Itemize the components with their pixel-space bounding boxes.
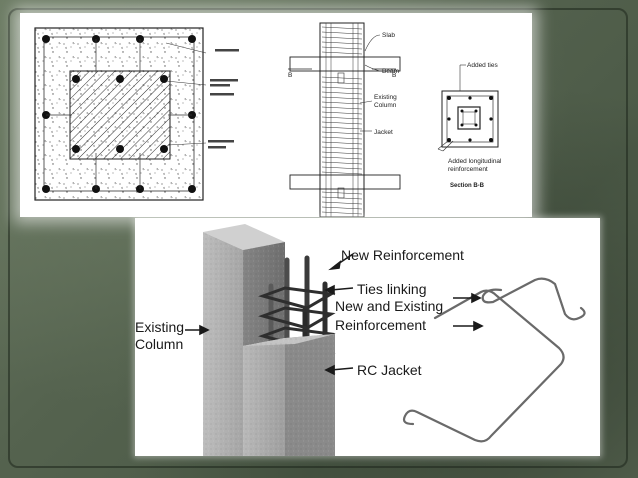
elevation-tie — [321, 106, 363, 110]
top-figure-panel: B B Slab Beam Existing Column Jacket — [20, 13, 532, 217]
existing-column — [203, 224, 285, 456]
section-marker-left: B — [288, 72, 292, 79]
elevation-tie — [321, 116, 363, 120]
elevation-tie — [321, 51, 363, 55]
jacket-label: Jacket — [374, 129, 393, 136]
ties-linking-label-line1: Ties linking — [357, 281, 427, 297]
elevation-tie — [321, 31, 363, 35]
elevation-tie — [321, 166, 363, 170]
elevation-tie — [321, 201, 363, 205]
elevation-tie — [321, 26, 363, 30]
column-elevation: B B Slab Beam Existing Column Jacket — [288, 22, 401, 217]
elevation-tie — [321, 91, 363, 95]
slide-frame — [8, 8, 628, 468]
elevation-tie — [321, 131, 363, 135]
added-longitudinal-label-line1: Added longitudinal — [448, 158, 502, 165]
elevation-tie — [321, 161, 363, 165]
elevation-tie — [321, 171, 363, 175]
section-b-b: Added ties Added longitudinal reinforcem… — [437, 62, 502, 189]
existing-column-label-line2: Column — [374, 102, 397, 109]
bottom-figure-panel: New Reinforcement Ties linking New and E… — [135, 218, 600, 456]
elevation-tie — [321, 121, 363, 125]
elevation-tie — [321, 156, 363, 160]
rc-jacket-label: RC Jacket — [357, 362, 422, 378]
elevation-tie — [321, 126, 363, 130]
elevation-tie — [321, 46, 363, 50]
annotation-arrows — [185, 253, 484, 376]
elevation-tie — [321, 41, 363, 45]
elevation-tie — [321, 136, 363, 140]
added-longitudinal-label-line2: reinforcement — [448, 166, 488, 173]
rc-jacket — [243, 334, 335, 456]
existing-column-label-line1: Existing — [135, 319, 184, 335]
jacketed-column-cross-section — [34, 27, 239, 201]
rc-jacket-illustration: New Reinforcement Ties linking New and E… — [135, 224, 586, 456]
linking-tie-bars — [402, 277, 586, 443]
ties-linking-label-line3: Reinforcement — [335, 317, 426, 333]
elevation-tie — [321, 191, 363, 195]
slab-label: Slab — [382, 32, 395, 39]
section-marker-right: B — [392, 72, 396, 79]
section-title: Section B-B — [450, 183, 485, 189]
elevation-tie — [321, 76, 363, 80]
existing-column-label-line1: Existing — [374, 94, 397, 101]
existing-column-label-line2: Column — [135, 336, 183, 352]
beam-label: Beam — [382, 68, 399, 75]
elevation-tie — [321, 86, 363, 90]
elevation-tie — [321, 206, 363, 210]
elevation-tie — [321, 111, 363, 115]
new-reinforcement-label: New Reinforcement — [341, 247, 464, 263]
elevation-tie — [321, 101, 363, 105]
elevation-tie — [321, 141, 363, 145]
ties-linking-label-line2: New and Existing — [335, 298, 443, 314]
added-ties-label: Added ties — [467, 62, 498, 69]
elevation-tie — [321, 96, 363, 100]
elevation-tie — [321, 151, 363, 155]
top-figure-drawing: B B Slab Beam Existing Column Jacket — [34, 22, 502, 217]
elevation-tie — [321, 211, 363, 215]
elevation-tie — [321, 146, 363, 150]
elevation-tie — [321, 36, 363, 40]
